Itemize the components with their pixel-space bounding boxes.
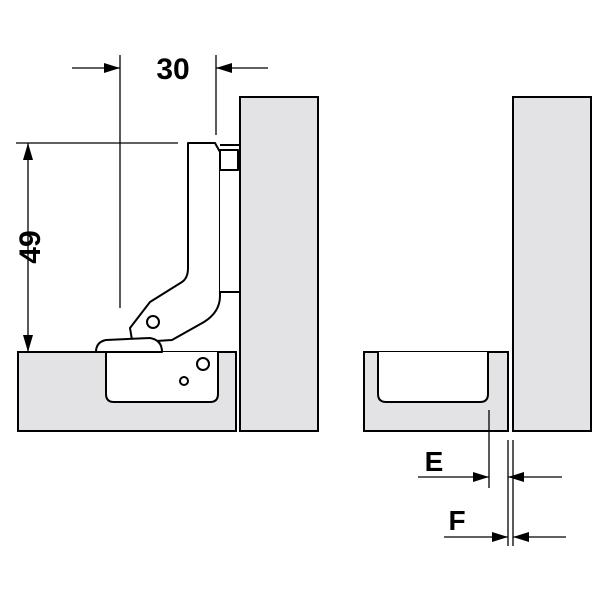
dim-49-arrow-top (23, 143, 33, 160)
mounting-plate (220, 144, 241, 293)
dim-e-label: E (425, 446, 444, 477)
dim-49-label: 49 (14, 230, 47, 263)
dim-f-arrow-right (513, 532, 529, 542)
dim-e-arrow-left (473, 472, 489, 482)
arm-pivot-screw (146, 315, 160, 329)
cup-screw-small (179, 376, 189, 386)
dim-f-label: F (448, 505, 465, 536)
right-view: E F (363, 96, 592, 546)
dim-30-label: 30 (156, 53, 189, 86)
dim-30-arrow-right (216, 63, 232, 73)
hinge-cup-left (105, 352, 219, 403)
dim-30-arrow-left (104, 63, 120, 73)
hinge-arm (129, 142, 221, 343)
side-panel-left (239, 96, 319, 432)
dim-f-arrow-left (492, 532, 508, 542)
side-panel-right (512, 96, 592, 432)
hinge-cup-right (377, 352, 489, 403)
dim-49-arrow-bottom (23, 335, 33, 352)
mounting-plate-screw (219, 149, 239, 171)
left-view: 30 49 (14, 53, 319, 432)
hinge-knuckle (95, 337, 163, 353)
cup-screw-large (196, 357, 210, 371)
dim-e-arrow-right (508, 472, 524, 482)
